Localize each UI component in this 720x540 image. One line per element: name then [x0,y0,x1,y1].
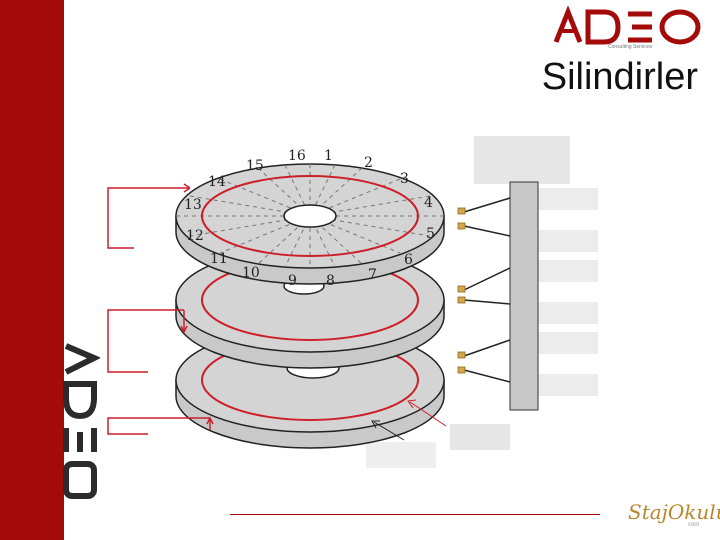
adeo-tagline: Consulting Services [608,44,653,50]
slide-title: Silindirler [541,56,698,98]
label-box [536,374,598,396]
stajokulu-suffix: com [688,522,700,528]
sector-number: 15 [246,158,264,174]
footer-rule [230,514,600,515]
sector-number: 11 [210,251,228,267]
label-box [450,424,510,450]
head-tip [457,366,466,374]
sector-number: 16 [288,148,306,164]
head-tip [457,207,466,215]
sector-number: 12 [186,228,204,244]
sector-number: 3 [400,171,409,187]
sector-number: 4 [424,195,433,211]
sector-number: 10 [242,265,260,281]
sector-number: 8 [326,273,335,289]
label-box [536,188,598,210]
sector-number: 14 [208,174,226,190]
head-tip [457,222,466,230]
actuator-arm [509,181,539,411]
sector-number: 7 [368,267,377,283]
label-box [536,260,598,282]
label-box [536,332,598,354]
sector-number: 2 [364,155,373,171]
track-ring [201,175,419,257]
platter-top: 16 1 2 3 4 5 6 7 8 9 10 11 12 13 14 15 [175,148,445,289]
adeo-logo-side [63,343,100,499]
sector-number: 9 [288,273,297,289]
label-box [536,302,598,324]
label-box [366,442,436,468]
adeo-logo-top: Consulting Services [553,6,701,50]
head-tip [457,351,466,359]
stajokulu-logo: StajOkulu com [628,500,720,528]
stajokulu-wordmark: StajOkulu [628,500,720,524]
head-tip [457,296,466,304]
sector-number: 5 [426,226,435,242]
read-write-heads [457,197,511,383]
left-accent-band [0,0,64,540]
sector-number: 6 [404,252,413,268]
head-tip [457,285,466,293]
cylinder-brackets [107,183,214,435]
spindle-hole [283,204,337,228]
label-box [474,136,570,184]
label-box [536,230,598,252]
sector-number: 1 [324,148,333,164]
sector-number: 13 [184,197,202,213]
pointer-arrows [371,399,447,441]
